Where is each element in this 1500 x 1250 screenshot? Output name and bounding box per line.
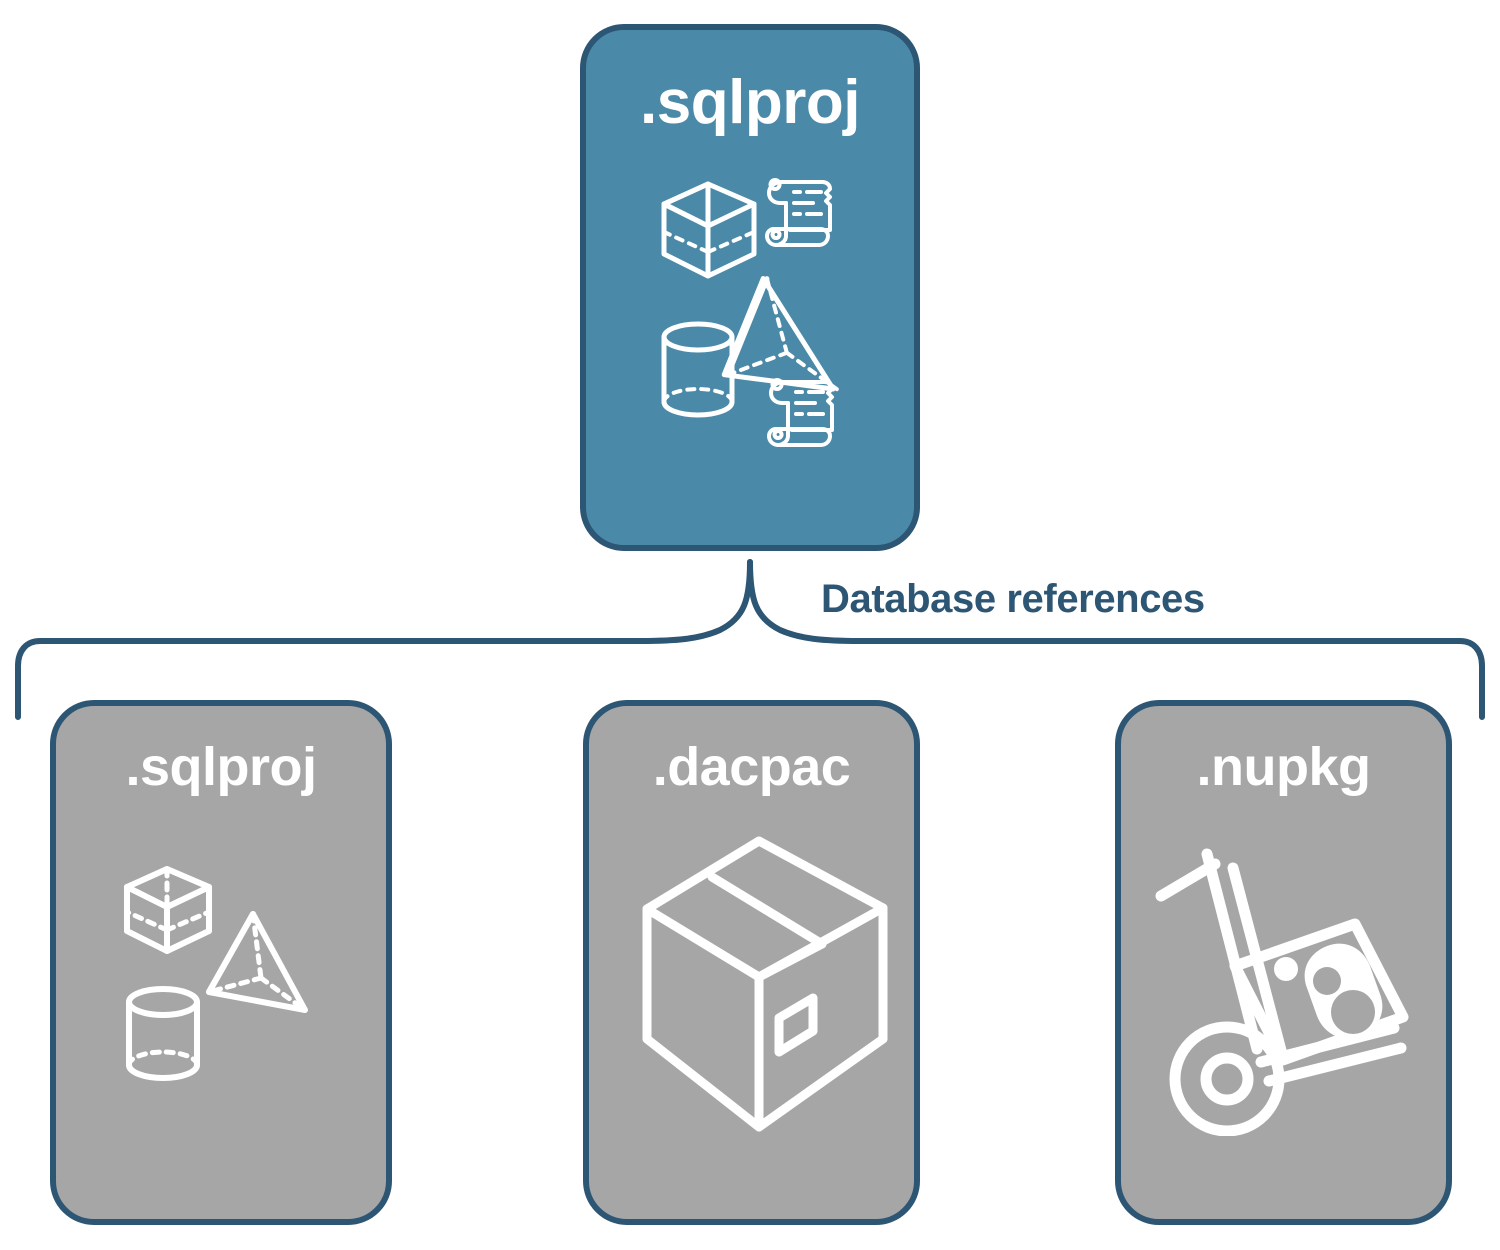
scroll-icon	[767, 378, 834, 447]
reference-card-label: .sqlproj	[125, 737, 317, 797]
root-icon-group	[661, 178, 839, 447]
root-node-artwork	[586, 170, 914, 460]
shapes-icon-group	[124, 866, 308, 1081]
cylinder-icon	[126, 986, 200, 1081]
cylinder-icon	[661, 321, 735, 418]
bracket-label: Database references	[815, 578, 1213, 620]
cube-icon	[124, 866, 212, 954]
reference-card-label: .nupkg	[1196, 737, 1371, 797]
cube-icon	[661, 181, 757, 279]
reference-card-artwork	[1121, 836, 1446, 1136]
root-node-sqlproj[interactable]: .sqlproj	[580, 24, 920, 551]
pyramid-icon	[206, 911, 308, 1013]
pyramid-icon	[721, 276, 839, 392]
scroll-icon	[765, 178, 832, 247]
bracket-left-arm	[15, 559, 753, 720]
package-box-icon	[642, 836, 887, 1132]
reference-card-artwork	[56, 854, 386, 1094]
reference-card-label: .dacpac	[652, 737, 851, 797]
reference-card-artwork	[589, 824, 914, 1144]
reference-card-dacpac[interactable]: .dacpac	[583, 700, 920, 1225]
reference-card-nupkg[interactable]: .nupkg	[1115, 700, 1452, 1225]
hand-truck-icon	[1155, 848, 1408, 1136]
reference-card-sqlproj[interactable]: .sqlproj	[50, 700, 392, 1225]
root-node-label: .sqlproj	[640, 68, 860, 137]
